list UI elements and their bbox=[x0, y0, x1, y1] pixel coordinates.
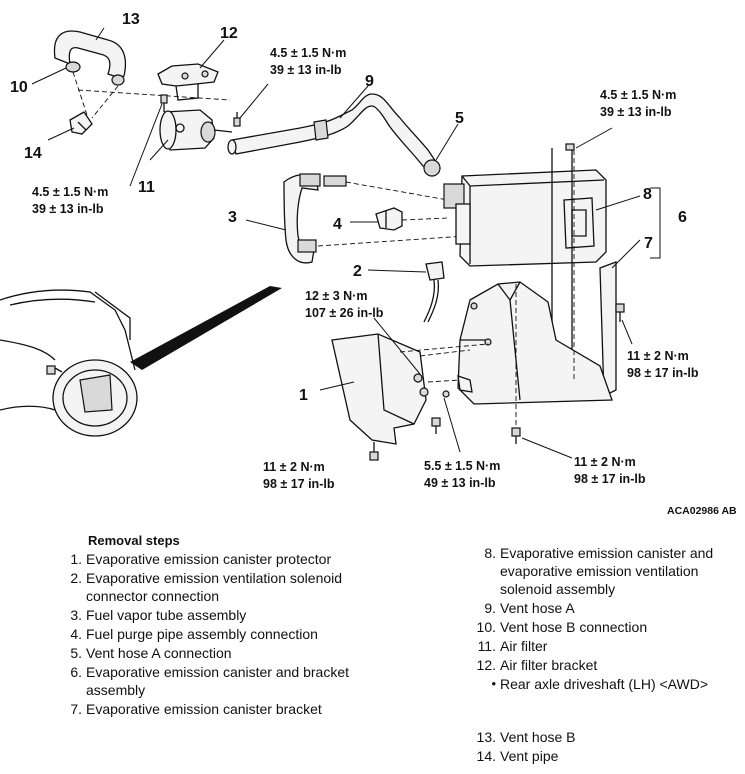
torque-canister-top-nm: 4.5 ± 1.5 N·m bbox=[600, 88, 676, 102]
step-item: 2.Evaporative emission ventilation solen… bbox=[70, 570, 343, 604]
callout-9: 9 bbox=[365, 73, 374, 90]
torque-bracket-right-inlb: 98 ± 17 in-lb bbox=[627, 366, 699, 380]
air-filter-bracket bbox=[157, 63, 219, 101]
callout-10: 10 bbox=[10, 79, 28, 96]
ventilation-solenoid-connector bbox=[423, 261, 445, 323]
callout-3: 3 bbox=[228, 209, 237, 226]
callout-7: 7 bbox=[644, 235, 653, 252]
step-item: 12.Air filter bracket bbox=[476, 657, 598, 673]
vehicle-rear-outline bbox=[0, 286, 282, 437]
exploded-view-diagram: 1 2 3 4 5 6 7 8 9 10 11 12 13 14 ACA0298… bbox=[0, 11, 737, 517]
torque-air-filter-left-inlb: 39 ± 13 in-lb bbox=[32, 202, 104, 216]
torque-air-filter-left-nm: 4.5 ± 1.5 N·m bbox=[32, 185, 108, 199]
step-item: 4.Fuel purge pipe assembly connection bbox=[70, 626, 318, 642]
callout-6: 6 bbox=[678, 209, 687, 226]
callout-numbers: 1 2 3 4 5 6 7 8 9 10 11 12 13 14 ACA0298… bbox=[10, 11, 737, 517]
callout-2: 2 bbox=[353, 263, 362, 280]
air-filter-bolts bbox=[160, 94, 241, 127]
evaporative-emission-canister-protector bbox=[331, 333, 429, 445]
step-item: 3.Fuel vapor tube assembly bbox=[70, 607, 247, 623]
torque-protector-mid-inlb: 107 ± 26 in-lb bbox=[305, 306, 384, 320]
vent-pipe bbox=[69, 111, 93, 135]
callout-4: 4 bbox=[333, 216, 342, 233]
step-item: 14.Vent pipe bbox=[476, 748, 559, 764]
step-item: 7.Evaporative emission canister bracket bbox=[70, 701, 322, 717]
torque-specs: 4.5 ± 1.5 N·m 39 ± 13 in-lb 4.5 ± 1.5 N·… bbox=[32, 46, 699, 491]
figure-id: ACA02986 AB bbox=[667, 505, 737, 517]
step-item: 10.Vent hose B connection bbox=[476, 619, 648, 635]
torque-right-bottom-nm: 11 ± 2 N·m bbox=[574, 455, 636, 469]
removal-steps-right-lower: 13.Vent hose B 14.Vent pipe bbox=[474, 728, 742, 766]
vent-hose-b bbox=[53, 30, 127, 86]
torque-protector-mid-nm: 12 ± 3 N·m bbox=[305, 289, 367, 303]
torque-bracket-right-nm: 11 ± 2 N·m bbox=[627, 349, 689, 363]
vent-hose-a bbox=[227, 93, 441, 177]
step-item: 9.Vent hose A bbox=[484, 600, 575, 616]
step-item: 11.Air filter bbox=[477, 638, 548, 654]
torque-air-filter-top-nm: 4.5 ± 1.5 N·m bbox=[270, 46, 346, 60]
fuel-vapor-tube-assembly bbox=[283, 173, 347, 264]
torque-center-bottom-inlb: 49 ± 13 in-lb bbox=[424, 476, 496, 490]
torque-protector-bottom-inlb: 98 ± 17 in-lb bbox=[263, 477, 335, 491]
evaporative-emission-canister bbox=[443, 169, 607, 267]
callout-12: 12 bbox=[220, 25, 238, 42]
step-item-bullet: •Rear axle driveshaft (LH) <AWD> bbox=[491, 676, 708, 692]
mounting-bolts bbox=[369, 303, 625, 461]
removal-steps: Removal steps 1.Evaporative emission can… bbox=[0, 530, 745, 774]
step-item: 6.Evaporative emission canister and brac… bbox=[70, 664, 350, 698]
step-item: 13.Vent hose B bbox=[476, 729, 576, 745]
torque-air-filter-top-inlb: 39 ± 13 in-lb bbox=[270, 63, 342, 77]
step-item: 8.Evaporative emission canister and evap… bbox=[484, 545, 714, 597]
callout-13: 13 bbox=[122, 11, 140, 28]
torque-canister-top-inlb: 39 ± 13 in-lb bbox=[600, 105, 672, 119]
removal-steps-title: Removal steps bbox=[88, 533, 180, 548]
fuel-purge-pipe-connector bbox=[375, 207, 403, 231]
callout-11: 11 bbox=[138, 179, 155, 196]
callout-1: 1 bbox=[299, 387, 308, 404]
removal-steps-left: 1.Evaporative emission canister protecto… bbox=[60, 550, 350, 719]
callout-8: 8 bbox=[643, 186, 652, 203]
leader-lines bbox=[31, 27, 641, 461]
callout-5: 5 bbox=[455, 110, 464, 127]
removal-steps-right: 8.Evaporative emission canister and evap… bbox=[474, 544, 742, 694]
step-item: 1.Evaporative emission canister protecto… bbox=[70, 551, 332, 567]
torque-right-bottom-inlb: 98 ± 17 in-lb bbox=[574, 472, 646, 486]
air-filter bbox=[159, 109, 233, 151]
step-item: 5.Vent hose A connection bbox=[70, 645, 232, 661]
callout-14: 14 bbox=[24, 145, 42, 162]
canister-tray bbox=[457, 281, 613, 405]
torque-center-bottom-nm: 5.5 ± 1.5 N·m bbox=[424, 459, 500, 473]
torque-protector-bottom-nm: 11 ± 2 N·m bbox=[263, 460, 325, 474]
